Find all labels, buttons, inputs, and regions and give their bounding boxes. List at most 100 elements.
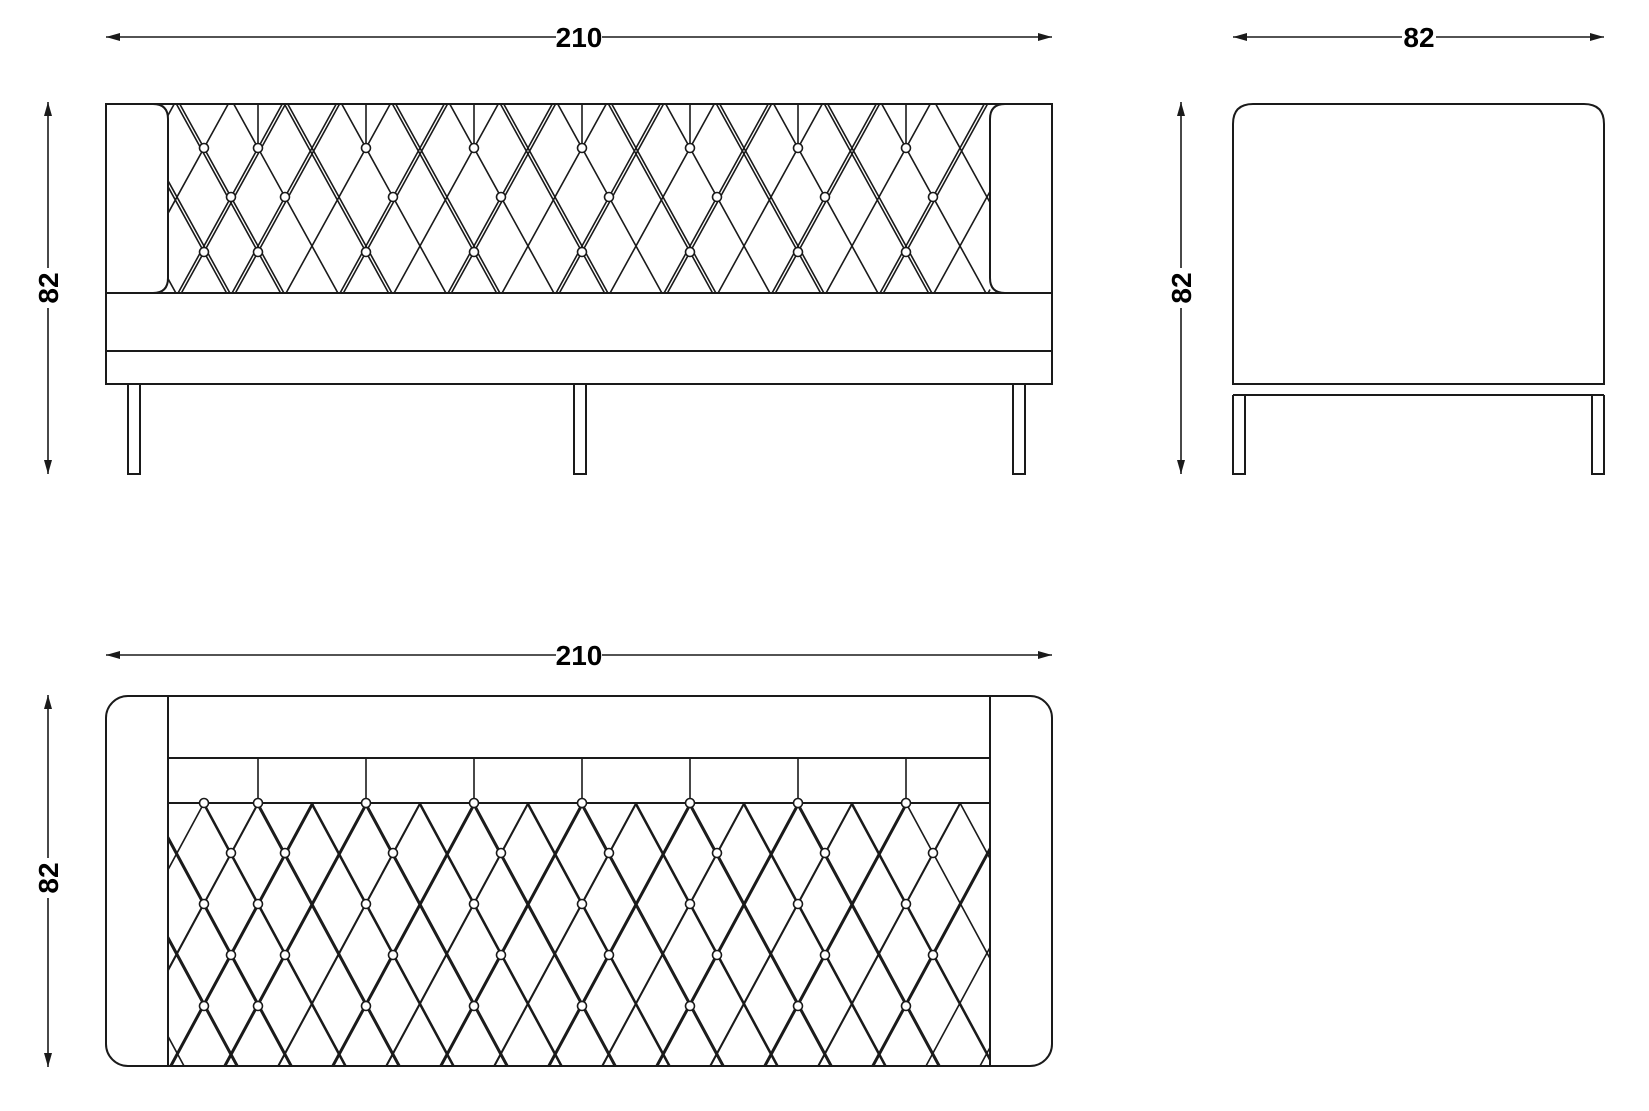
tuft-seam-line bbox=[257, 802, 401, 1067]
tuft-seam-line bbox=[715, 103, 822, 294]
tuft-button bbox=[792, 898, 804, 910]
tuft-seam-line bbox=[607, 103, 714, 294]
tuft-button bbox=[792, 1000, 804, 1012]
tuft-button bbox=[711, 949, 723, 961]
tuft-seam-line bbox=[933, 191, 991, 294]
front-width-dimension: 210 bbox=[106, 20, 1052, 53]
tuft-seam-line bbox=[601, 802, 746, 1067]
tuft-seam-line bbox=[611, 103, 717, 294]
tuft-seam-line bbox=[797, 802, 941, 1067]
side-depth-label: 82 bbox=[1403, 22, 1434, 53]
tuft-seam-line bbox=[825, 103, 931, 294]
tuft-seam-line bbox=[167, 180, 231, 294]
tuft-seam-line bbox=[283, 103, 390, 294]
tuft-seam-line bbox=[503, 103, 609, 294]
front-leg-middle bbox=[573, 383, 587, 475]
tuft-seam-line bbox=[223, 802, 367, 1067]
tuft-seam-line bbox=[501, 103, 607, 294]
tuft-seam-line bbox=[850, 802, 991, 1061]
tuft-seam-line bbox=[310, 802, 454, 1067]
tuft-seam-line bbox=[717, 103, 823, 294]
front-height-dimension: 82 bbox=[32, 102, 64, 474]
tuft-button bbox=[927, 949, 939, 961]
tuft-seam-line bbox=[687, 802, 832, 1067]
tuft-button bbox=[198, 1000, 210, 1012]
tuft-seam-line bbox=[935, 103, 991, 203]
tuft-button bbox=[198, 246, 210, 258]
tuft-button bbox=[900, 246, 912, 258]
tuft-seam-line bbox=[925, 947, 991, 1067]
tuft-seam-line bbox=[763, 802, 907, 1067]
front-view: 210 82 bbox=[32, 20, 1053, 475]
tuft-seam-line bbox=[979, 1047, 991, 1067]
tuft-seam-line bbox=[419, 802, 563, 1067]
tuft-seam-line bbox=[255, 802, 400, 1067]
tuft-button bbox=[711, 191, 723, 203]
tuft-seam-line bbox=[851, 802, 991, 1059]
side-depth-dimension: 82 bbox=[1233, 20, 1604, 53]
tuft-seam-line bbox=[742, 802, 886, 1067]
tuft-seam-line bbox=[167, 186, 228, 294]
tuft-seam-line bbox=[719, 103, 825, 294]
tuft-seam-line bbox=[277, 802, 422, 1067]
tuft-seam-line bbox=[743, 802, 887, 1067]
top-backrest-seams bbox=[257, 758, 907, 803]
tuft-button bbox=[684, 246, 696, 258]
tuft-seam-line bbox=[391, 103, 498, 294]
tuft-button bbox=[252, 246, 264, 258]
tuft-seam-line bbox=[959, 802, 991, 859]
tuft-button bbox=[927, 847, 939, 859]
tuft-button bbox=[360, 142, 372, 154]
tuft-seam-line bbox=[987, 289, 991, 294]
tuft-seam-line bbox=[905, 802, 991, 959]
tuft-button bbox=[252, 142, 264, 154]
tuft-seam-line bbox=[493, 802, 638, 1067]
tuft-button bbox=[468, 898, 480, 910]
tuft-seam-line bbox=[167, 103, 229, 214]
tuft-button bbox=[279, 949, 291, 961]
front-right-arm bbox=[989, 103, 1052, 294]
tuft-seam-line bbox=[365, 802, 509, 1067]
tuft-button bbox=[495, 949, 507, 961]
tuft-seam-line bbox=[635, 802, 779, 1067]
tuft-seam-line bbox=[579, 802, 724, 1067]
tuft-seam-line bbox=[689, 802, 833, 1067]
top-width-label: 210 bbox=[556, 640, 603, 671]
tuft-button bbox=[279, 191, 291, 203]
tuft-seam-line bbox=[167, 103, 175, 116]
tuft-button bbox=[468, 1000, 480, 1012]
tuft-button bbox=[900, 797, 912, 809]
tuft-button bbox=[252, 898, 264, 910]
top-view: 210 82 bbox=[32, 638, 1053, 1067]
tuft-button bbox=[684, 1000, 696, 1012]
tuft-seam-line bbox=[581, 802, 725, 1067]
tuft-button bbox=[387, 191, 399, 203]
tuft-seam-line bbox=[817, 802, 962, 1067]
tuft-button bbox=[603, 949, 615, 961]
tuft-button bbox=[225, 191, 237, 203]
side-height-label: 82 bbox=[1166, 272, 1197, 303]
tuft-button bbox=[198, 142, 210, 154]
tuft-seam-line bbox=[385, 802, 530, 1067]
front-leg-right bbox=[1012, 383, 1026, 475]
front-height-label: 82 bbox=[33, 272, 64, 303]
top-depth-label: 82 bbox=[33, 862, 64, 893]
tuft-button bbox=[360, 246, 372, 258]
tuft-button bbox=[927, 191, 939, 203]
tuft-button bbox=[684, 797, 696, 809]
tuft-button bbox=[468, 246, 480, 258]
tuft-seam-line bbox=[473, 802, 617, 1067]
tuft-button bbox=[792, 142, 804, 154]
tuft-button bbox=[684, 898, 696, 910]
tuft-seam-line bbox=[709, 802, 854, 1067]
tuft-seam-line bbox=[311, 802, 455, 1067]
tuft-button bbox=[252, 797, 264, 809]
tuft-button bbox=[819, 949, 831, 961]
tuft-button bbox=[387, 847, 399, 859]
front-tufting-pattern bbox=[167, 103, 991, 294]
tuft-seam-line bbox=[393, 103, 499, 294]
tuft-seam-line bbox=[224, 802, 369, 1067]
tuft-seam-line bbox=[287, 103, 393, 294]
tuft-seam-line bbox=[167, 278, 177, 294]
tuft-button bbox=[576, 898, 588, 910]
